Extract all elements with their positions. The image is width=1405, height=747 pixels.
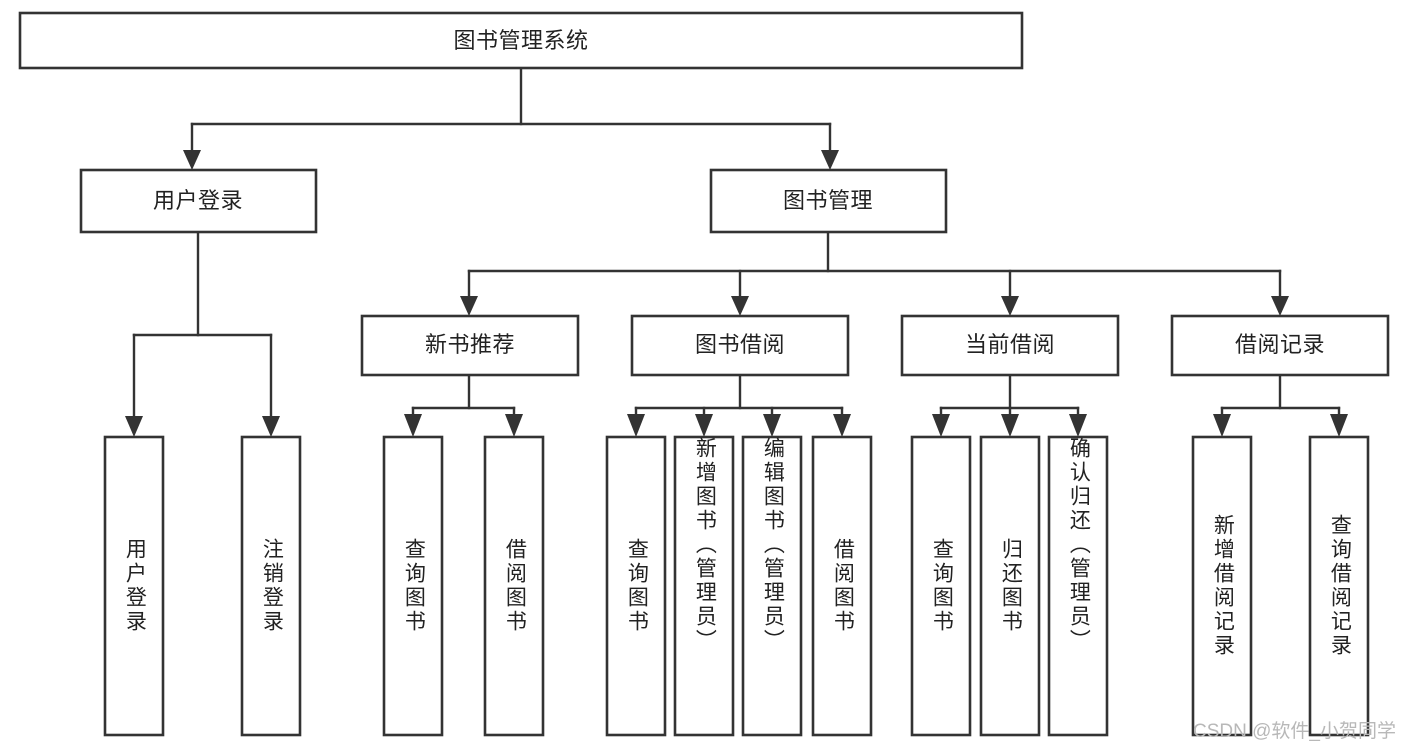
node-leaf-borrow-book-1[interactable] xyxy=(483,435,545,737)
node-book-borrow-label: 图书借阅 xyxy=(695,332,785,357)
node-leaf-add-book[interactable] xyxy=(673,435,735,737)
arrow-head-icon xyxy=(695,414,713,437)
node-borrow-record-label: 借阅记录 xyxy=(1235,332,1325,357)
node-leaf-user-login[interactable] xyxy=(103,435,165,737)
node-current-borrow[interactable]: 当前借阅 xyxy=(900,314,1120,377)
arrow-head-icon xyxy=(833,414,851,437)
connector-newbook-to-leaves xyxy=(404,373,523,437)
connector-userlogin-to-leaves xyxy=(125,230,280,437)
node-book-manage[interactable]: 图书管理 xyxy=(709,168,948,234)
node-new-book-recommend[interactable]: 新书推荐 xyxy=(360,314,580,377)
node-borrow-record[interactable]: 借阅记录 xyxy=(1170,314,1390,377)
arrow-head-icon xyxy=(183,150,201,170)
node-leaf-query-record[interactable] xyxy=(1308,435,1370,737)
node-leaf-add-record[interactable] xyxy=(1191,435,1253,737)
node-current-borrow-label: 当前借阅 xyxy=(965,332,1055,357)
node-leaf-query-book-1[interactable] xyxy=(382,435,444,737)
arrow-head-icon xyxy=(1271,296,1289,316)
arrow-head-icon xyxy=(821,150,839,170)
connector-borrowrecord-to-leaves xyxy=(1213,373,1348,437)
arrow-head-icon xyxy=(262,416,280,437)
node-leaf-return-book[interactable] xyxy=(979,435,1041,737)
node-root[interactable]: 图书管理系统 xyxy=(18,11,1024,70)
node-root-label: 图书管理系统 xyxy=(453,28,588,53)
node-new-book-recommend-label: 新书推荐 xyxy=(425,332,515,357)
node-leaf-borrow-book-2[interactable] xyxy=(811,435,873,737)
connector-bookborrow-to-leaves xyxy=(627,373,851,437)
arrow-head-icon xyxy=(932,414,950,437)
node-leaf-query-book-2[interactable] xyxy=(605,435,667,737)
arrow-head-icon xyxy=(125,416,143,437)
arrow-head-icon xyxy=(404,414,422,437)
arrow-head-icon xyxy=(763,414,781,437)
arrow-head-icon xyxy=(1330,414,1348,437)
node-leaf-user-logout[interactable] xyxy=(240,435,302,737)
arrow-head-icon xyxy=(460,296,478,316)
node-book-manage-label: 图书管理 xyxy=(783,188,873,213)
arrow-head-icon xyxy=(505,414,523,437)
connector-currentborrow-to-leaves xyxy=(932,373,1087,437)
arrow-head-icon xyxy=(731,296,749,316)
arrow-head-icon xyxy=(1213,414,1231,437)
arrow-head-icon xyxy=(1001,414,1019,437)
node-leaf-confirm-return[interactable] xyxy=(1047,435,1109,737)
arrow-head-icon xyxy=(1069,414,1087,437)
connector-bookmanage-to-level3 xyxy=(460,230,1289,316)
arrow-head-icon xyxy=(627,414,645,437)
watermark-text: CSDN @软件_小贺同学 xyxy=(1193,721,1396,742)
arrow-head-icon xyxy=(1001,296,1019,316)
node-book-borrow[interactable]: 图书借阅 xyxy=(630,314,850,377)
node-leaf-edit-book[interactable] xyxy=(741,435,803,737)
node-user-login[interactable]: 用户登录 xyxy=(79,168,318,234)
connector-root-to-level2 xyxy=(183,66,839,170)
node-leaf-query-book-3[interactable] xyxy=(910,435,972,737)
node-user-login-label: 用户登录 xyxy=(153,188,243,213)
